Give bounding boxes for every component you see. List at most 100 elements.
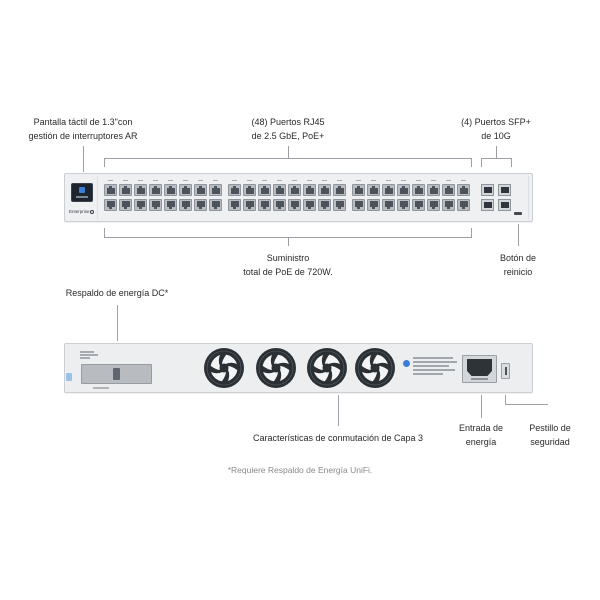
- fan-hub: [370, 363, 380, 373]
- rj45-port: [427, 199, 440, 211]
- port-label-mark: [262, 180, 267, 182]
- fan-blade: [218, 354, 227, 367]
- rating-plate-line: [413, 361, 457, 363]
- power-inlet-caption-mark: [471, 378, 488, 380]
- rack-ear-divider: [528, 176, 529, 219]
- ubiquiti-logo-icon: [90, 210, 94, 214]
- rj45-port: [104, 184, 117, 196]
- callout-label-sfp-ports: (4) Puertos SFP+ de 10G: [446, 115, 546, 143]
- rj45-port: [318, 199, 331, 211]
- rj45-port: [119, 199, 132, 211]
- port-label-mark: [247, 180, 252, 182]
- rj45-port: [367, 184, 380, 196]
- rj45-port: [382, 199, 395, 211]
- rj45-port: [179, 184, 192, 196]
- rj45-port: [179, 199, 192, 211]
- fan-blade: [262, 365, 275, 374]
- sfp-port: [498, 199, 511, 211]
- rj45-port: [412, 184, 425, 196]
- rj45-port: [258, 184, 271, 196]
- rj45-port: [134, 199, 147, 211]
- fan-blade: [376, 362, 389, 371]
- rj45-port: [258, 199, 271, 211]
- rj45-port: [397, 184, 410, 196]
- callout-label-touchscreen: Pantalla táctil de 1.3"con gestión de in…: [18, 115, 148, 143]
- rj45-port: [243, 199, 256, 211]
- touchscreen-icon: [71, 183, 93, 202]
- footnote: *Requiere Respaldo de Energía UniFi.: [227, 465, 373, 475]
- fan-blade: [369, 354, 378, 367]
- callout-label-reset-button: Botón de reinicio: [483, 251, 553, 279]
- port-label-mark: [322, 180, 327, 182]
- port-label-mark: [446, 180, 451, 182]
- rating-plate-line: [413, 365, 449, 367]
- rj45-port: [367, 199, 380, 211]
- callout-label-line: Suministro: [266, 253, 310, 263]
- fan-icon: [307, 348, 347, 388]
- side-tag: [66, 373, 72, 381]
- rj45-port-array: [104, 180, 474, 212]
- fan-blade: [270, 354, 279, 367]
- fan-blade: [361, 365, 374, 374]
- port-label-mark: [232, 180, 237, 182]
- rj45-port: [149, 184, 162, 196]
- fan-grill-ring: [258, 350, 294, 386]
- fan-hub: [271, 363, 281, 373]
- callout-label-rj45-ports: (48) Puertos RJ45 de 2.5 GbE, PoE+: [223, 115, 353, 143]
- rj45-port: [457, 199, 470, 211]
- fan-blade: [328, 362, 341, 371]
- rj45-port: [352, 184, 365, 196]
- fan-blade: [324, 369, 333, 382]
- port-label-mark: [123, 180, 128, 182]
- fan-icon: [256, 348, 296, 388]
- port-label-mark: [371, 180, 376, 182]
- power-inlet-socket: [467, 359, 492, 376]
- rj45-port: [397, 199, 410, 211]
- rj45-port: [194, 199, 207, 211]
- port-label-mark: [356, 180, 361, 182]
- callout-label-line: Respaldo de energía DC*: [65, 288, 169, 298]
- callout-label-line: total de PoE de 720W.: [243, 267, 333, 277]
- fan-icon: [204, 348, 244, 388]
- serial-sticker: [80, 351, 98, 361]
- rj45-port: [228, 184, 241, 196]
- rating-plate-line: [413, 357, 453, 359]
- port-label-mark: [198, 180, 203, 182]
- screen-status-bar: [76, 196, 88, 198]
- dc-port-caption-mark: [93, 387, 109, 389]
- rj45-port: [273, 184, 286, 196]
- port-label-mark: [213, 180, 218, 182]
- rj45-port: [288, 199, 301, 211]
- dc-backup-port: [81, 364, 152, 384]
- fan-hub: [219, 363, 229, 373]
- rj45-port: [352, 199, 365, 211]
- callout-bracket-rj45: [104, 158, 472, 167]
- callout-label-line: seguridad: [530, 437, 570, 447]
- fan-icon: [355, 348, 395, 388]
- port-label-mark: [168, 180, 173, 182]
- callout-label-security-latch: Pestillo de seguridad: [515, 421, 585, 449]
- callout-label-line: (48) Puertos RJ45: [251, 117, 325, 127]
- port-label-mark: [292, 180, 297, 182]
- rj45-port: [318, 184, 331, 196]
- switch-rear-panel: [64, 343, 533, 393]
- port-label-mark: [461, 180, 466, 182]
- port-label-mark: [138, 180, 143, 182]
- port-label-mark: [108, 180, 113, 182]
- sfp-port-array: [481, 184, 511, 212]
- port-label-mark: [153, 180, 158, 182]
- screen-app-icon: [79, 187, 85, 193]
- callout-label-line: gestión de interruptores AR: [28, 131, 138, 141]
- callout-label-line: Pantalla táctil de 1.3"con: [33, 117, 133, 127]
- fan-hub: [322, 363, 332, 373]
- rating-plate-line: [413, 373, 443, 375]
- rj45-port: [442, 199, 455, 211]
- port-label-mark: [337, 180, 342, 182]
- brand-text: Enterprise: [69, 209, 90, 214]
- rj45-port: [164, 199, 177, 211]
- fan-blade: [225, 362, 238, 371]
- callout-label-line: Entrada de: [458, 423, 504, 433]
- port-label-mark: [431, 180, 436, 182]
- fan-blade: [210, 365, 223, 374]
